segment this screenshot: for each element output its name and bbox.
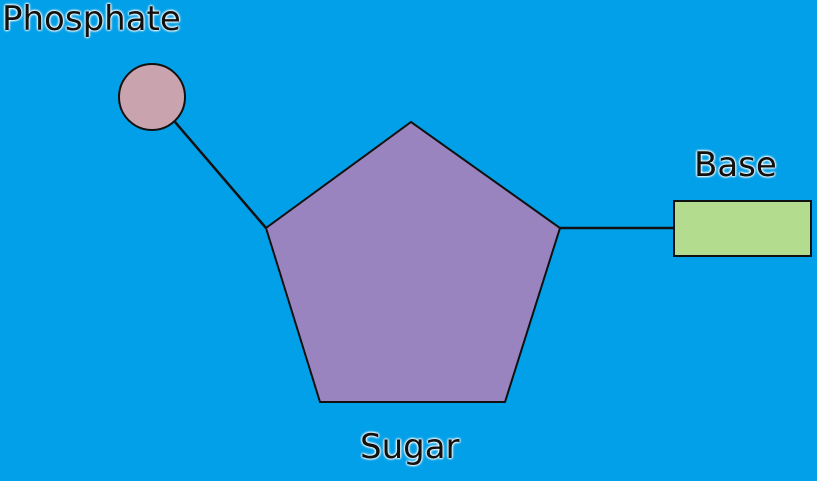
phosphate-circle (118, 63, 186, 131)
phosphate-sugar-bond (174, 121, 267, 229)
sugar-label: Sugar (360, 427, 460, 467)
sugar-pentagon (264, 120, 562, 403)
phosphate-label: Phosphate (2, 0, 181, 39)
base-rectangle (673, 200, 812, 257)
base-label: Base (694, 145, 777, 185)
